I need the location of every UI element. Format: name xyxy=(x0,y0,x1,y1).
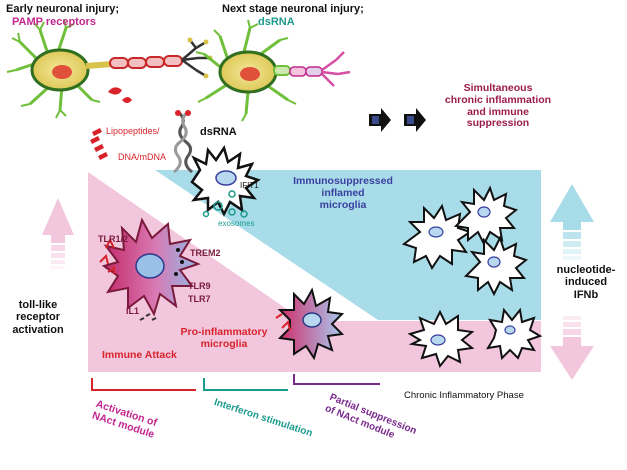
toll-like-activation-label: toll-like receptor activation xyxy=(4,299,72,336)
trem2-label: TREM2 xyxy=(190,248,221,258)
dsrna-heading-label: dsRNA xyxy=(258,16,295,28)
tlr12-label: TLR1/2 xyxy=(98,234,129,244)
next-stage-injury-label: Next stage neuronal injury; xyxy=(222,3,364,15)
immunosuppressed-microglia-icon xyxy=(190,145,261,218)
left-axis-line3: activation xyxy=(12,323,64,336)
proinflammatory-line2: microglia xyxy=(200,337,248,350)
early-injury-label: Early neuronal injury; xyxy=(6,3,120,15)
outcome-text: Simultaneous chronic inflammation and im… xyxy=(428,82,568,130)
immunosuppressed-line3: microglia xyxy=(319,198,367,211)
dna-label: DNA/mDNA xyxy=(118,152,167,162)
black-arrow-icon-2 xyxy=(404,108,426,132)
immunosuppressed-line2: inflamed xyxy=(321,186,365,199)
il1-label: IL1 xyxy=(126,306,140,316)
outcome-line3: and immune xyxy=(467,105,529,118)
proinflammatory-microglia-icon xyxy=(99,217,201,321)
outcome-line4: suppression xyxy=(466,117,530,130)
ifit1-label: IFIT1 xyxy=(240,181,259,190)
pamp-receptors-label: PAMP receptors xyxy=(12,16,96,28)
left-axis-line1: toll-like xyxy=(18,299,58,311)
neuron-early-icon xyxy=(6,18,213,160)
tlr9-label: TLR9 xyxy=(188,281,211,291)
exosomes-label: exosomes xyxy=(218,219,255,228)
right-axis-line2: induced xyxy=(564,276,608,289)
nucleotide-ifnb-label: nucleotide- induced IFNb xyxy=(548,264,624,301)
tlr7-label: TLR7 xyxy=(188,294,211,304)
chronic-phase-label: Chronic Inflammatory Phase xyxy=(404,390,524,401)
microglia-cluster-nuclei-icon xyxy=(428,206,516,346)
immune-attack-label: Immune Attack xyxy=(102,349,177,361)
right-up-arrow-icon xyxy=(550,184,594,260)
right-axis-line3: IFNb xyxy=(573,288,599,301)
dsrna-label: dsRNA xyxy=(200,126,237,138)
partial-bracket xyxy=(293,374,380,385)
black-arrow-icon-1 xyxy=(369,108,391,132)
immunosuppressed-line1: Immunosuppressed xyxy=(293,175,393,187)
proinflammatory-line1: Pro-inflammatory xyxy=(180,326,268,338)
outcome-line2: chronic inflammation xyxy=(444,93,552,106)
right-down-arrow-icon xyxy=(550,316,594,380)
dsrna-helix-icon xyxy=(173,110,193,174)
immunosuppressed-label: Immunosuppressed inflamed microglia xyxy=(286,175,400,211)
right-axis-line1: nucleotide- xyxy=(556,264,616,276)
interferon-bracket xyxy=(203,378,288,391)
left-axis-line2: receptor xyxy=(15,311,61,324)
activation-bracket xyxy=(91,378,196,391)
neuron-next-icon xyxy=(195,19,351,122)
partial-microglia-icon xyxy=(275,287,345,361)
blue-band xyxy=(155,170,541,320)
lipopeptides-label: Lipopeptides/ xyxy=(106,126,160,136)
outcome-line1: Simultaneous xyxy=(463,82,533,94)
left-up-arrow-icon xyxy=(42,198,74,269)
proinflammatory-label: Pro-inflammatory microglia xyxy=(168,326,280,351)
